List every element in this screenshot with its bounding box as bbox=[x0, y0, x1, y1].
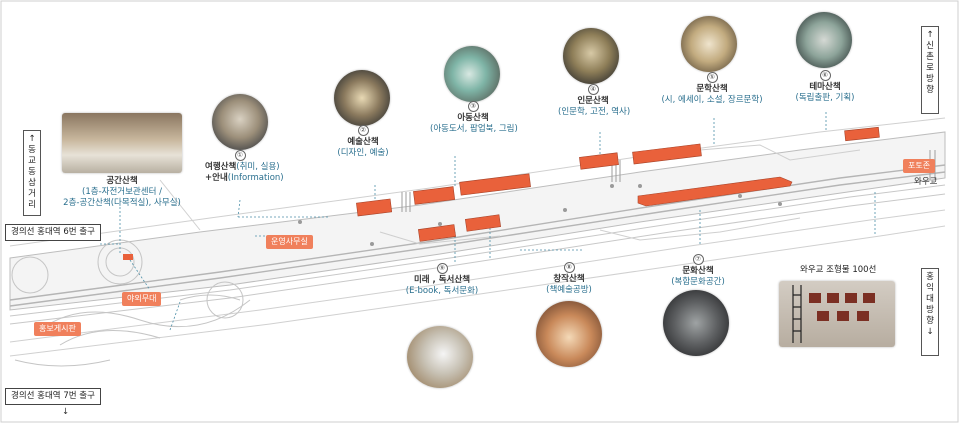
stop-number: ② bbox=[357, 125, 369, 136]
stop-number: ⑧ bbox=[563, 262, 575, 273]
stop-literature: ⑤ 문학산책 (시, 에세이, 소설, 장르문학) bbox=[661, 72, 763, 105]
stop-number: ④ bbox=[587, 84, 599, 95]
office-tag: 운영사무실 bbox=[266, 235, 313, 249]
photo-art-walk bbox=[334, 70, 390, 126]
space-walk-label: 공간산책 (1층-자전거보관센터 / 2층-공간산책(다목적실), 사무실) bbox=[63, 176, 181, 208]
stage-tag: 야외무대 bbox=[122, 292, 162, 306]
stop-art: ② 예술산책 (디자인, 예술) bbox=[337, 125, 389, 158]
exit-7-arrow: ↓ bbox=[62, 407, 70, 417]
stop-kids: ③ 아동산책 (아동도서, 팝업북, 그림) bbox=[430, 101, 518, 134]
exit-7-label: 경의선 홍대역 7번 출구 bbox=[5, 388, 101, 405]
stop-number: ⑦ bbox=[692, 254, 704, 265]
photozone-tag: 포토존 bbox=[903, 159, 936, 173]
stop-number: ⑥ bbox=[819, 70, 831, 81]
dongkyo-direction: ↑ 동교동 삼거리 bbox=[23, 130, 41, 216]
stop-number: ③ bbox=[467, 101, 479, 112]
stop-humanities: ④ 인문산책 (인문학, 고전, 역사) bbox=[558, 84, 631, 117]
stop-travel: ① 여행산책(취미, 실용) +안내(Information) bbox=[205, 150, 284, 183]
photo-creative-walk bbox=[536, 301, 602, 367]
sculpture-graphic bbox=[792, 285, 875, 343]
hongik-direction: 홍익대 방향 ↓ bbox=[921, 268, 939, 356]
photo-space-walk bbox=[62, 113, 182, 173]
photo-future-walk bbox=[407, 326, 473, 388]
stop-future: ⑨ 미래 , 독서산책 (E-book, 독서문화) bbox=[405, 263, 479, 296]
photo-theme-walk bbox=[796, 12, 852, 68]
stop-culture: ⑦ 문화산책 (복합문화공간) bbox=[671, 254, 725, 287]
stop-number: ⑤ bbox=[706, 72, 718, 83]
stop-number: ⑨ bbox=[436, 263, 448, 274]
photo-travel-walk bbox=[212, 94, 268, 150]
photo-culture-walk bbox=[663, 290, 729, 356]
photo-literature-walk bbox=[681, 16, 737, 72]
stop-theme: ⑥ 테마산책 (독립출판, 기획) bbox=[795, 70, 855, 103]
sinchon-direction: ↑ 신촌로 방향 bbox=[921, 26, 939, 114]
wawoo-label: 와우교 bbox=[914, 177, 938, 187]
promo-tag: 홍보게시판 bbox=[34, 322, 81, 336]
exit-6-label: 경의선 홍대역 6번 출구 bbox=[5, 224, 101, 241]
stop-number: ① bbox=[234, 150, 246, 161]
photo-kids-walk bbox=[444, 46, 500, 102]
photo-sculpture bbox=[779, 281, 895, 347]
photo-humanities-walk bbox=[563, 28, 619, 84]
stop-creative: ⑧ 창작산책 (책예술공방) bbox=[546, 262, 592, 295]
sculpture-label: 와우교 조형물 100선 bbox=[800, 264, 877, 277]
